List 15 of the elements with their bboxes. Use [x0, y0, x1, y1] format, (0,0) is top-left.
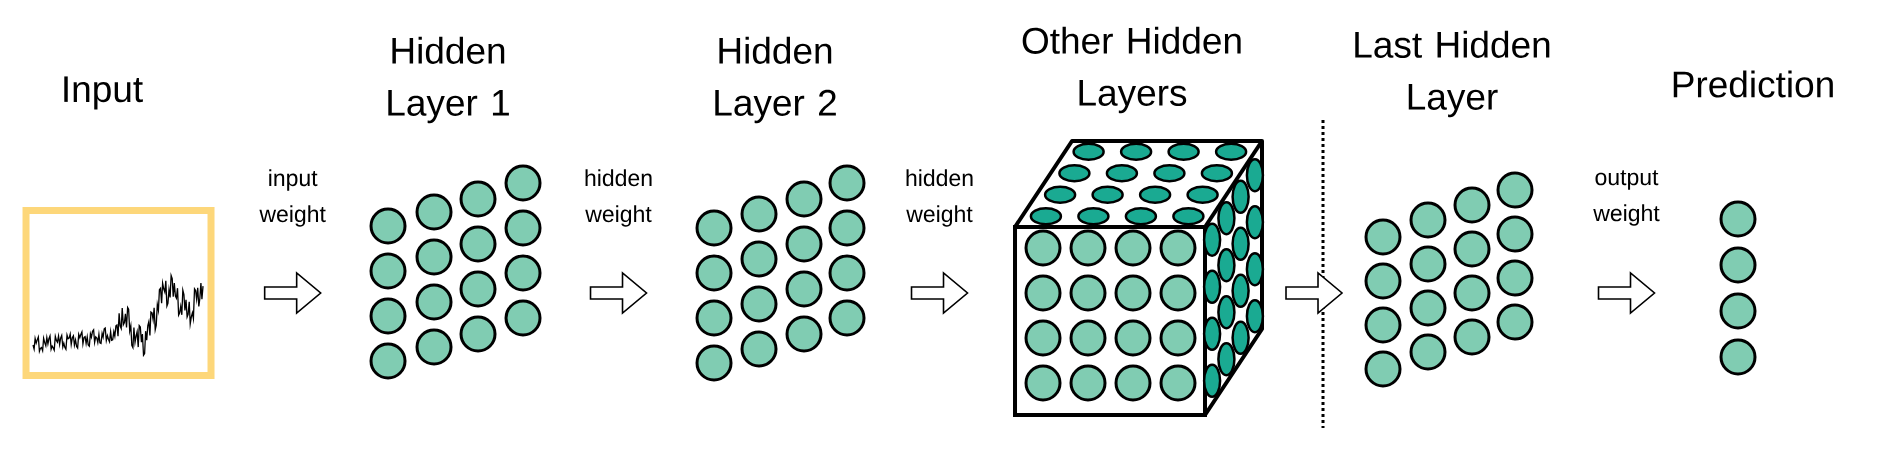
layer-title: Hidden Layer 2: [715, 36, 836, 124]
hollow-arrow: [589, 271, 648, 315]
hollow-arrow: [1285, 271, 1344, 315]
edge-label: hidden weight: [895, 168, 984, 228]
layer-title: Last Hidden Layer: [1355, 30, 1550, 118]
hollow-arrow: [263, 271, 322, 315]
layer-title: Prediction: [1673, 70, 1833, 98]
layer-title: Hidden Layer 1: [388, 36, 509, 124]
layer-title: Input: [64, 76, 143, 110]
edge-label: input weight: [248, 168, 337, 228]
layer-title: Other Hidden Layers: [1022, 26, 1241, 114]
edge-label: output weight: [1582, 169, 1671, 227]
hollow-arrow: [1597, 271, 1656, 315]
hollow-arrow: [910, 271, 969, 315]
edge-label: hidden weight: [574, 168, 663, 228]
